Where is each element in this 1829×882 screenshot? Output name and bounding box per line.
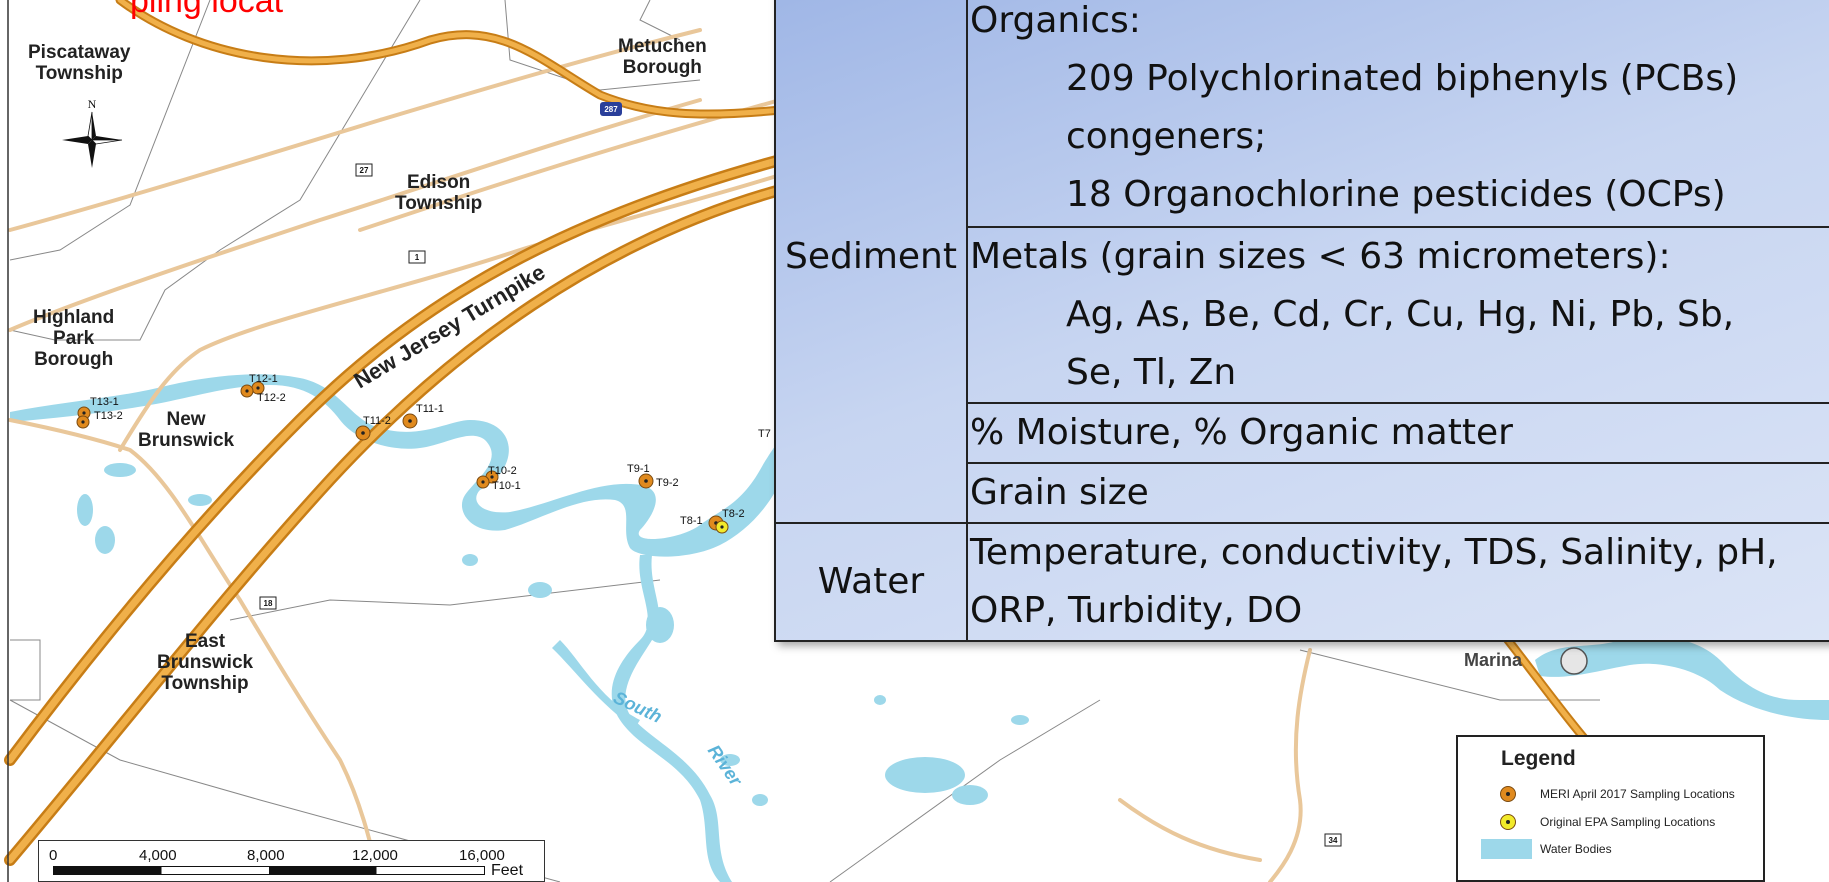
sampling-marker-t12-2 bbox=[240, 384, 254, 398]
metals-line-2: Se, Tl, Zn bbox=[1066, 352, 1237, 393]
table-row: Water Temperature, conductivity, TDS, Sa… bbox=[774, 522, 1829, 642]
scale-bar-graphic bbox=[53, 866, 485, 875]
scale-tick: 8,000 bbox=[247, 847, 285, 864]
route-shield-287-label: 287 bbox=[604, 105, 618, 114]
moisture-cell: % Moisture, % Organic matter bbox=[966, 402, 1829, 464]
sampling-label-t10-2: T10-2 bbox=[488, 465, 517, 477]
sampling-label-t13-1: T13-1 bbox=[90, 396, 119, 408]
table-row: Grain size bbox=[775, 462, 1829, 524]
water-line-1: Temperature, conductivity, TDS, Salinity… bbox=[970, 532, 1778, 573]
label-marina: Marina bbox=[1464, 650, 1523, 670]
sampling-marker-t10-1 bbox=[476, 475, 490, 489]
legend-item-label: Original EPA Sampling Locations bbox=[1540, 815, 1716, 829]
route-shield-1-label: 1 bbox=[415, 253, 420, 262]
epa-marker-icon bbox=[1500, 814, 1516, 830]
sampling-label-t13-2: T13-2 bbox=[94, 410, 123, 422]
local-roads bbox=[8, 28, 1312, 882]
route-shield-34 bbox=[1324, 833, 1342, 847]
sampling-label-t8-2: T8-2 bbox=[722, 508, 745, 520]
label-highland-park-borough: Highland Park Borough bbox=[33, 307, 115, 370]
sampling-label-t8-1: T8-1 bbox=[680, 515, 703, 527]
sampling-label-t12-2: T12-2 bbox=[257, 392, 286, 404]
route-shields: 287 27 1 18 34 bbox=[259, 102, 1342, 847]
organics-cell: Organics: 209 Polychlorinated biphenyls … bbox=[966, 0, 1829, 228]
route-shield-27 bbox=[355, 163, 373, 177]
municipal-boundaries bbox=[9, 0, 1600, 882]
route-shield-34-label: 34 bbox=[1329, 836, 1338, 845]
meri-marker-icon bbox=[1500, 786, 1516, 802]
sampling-marker-t11-2 bbox=[355, 425, 371, 441]
label-new-brunswick: New Brunswick bbox=[138, 409, 235, 451]
sampling-label-t9-2: T9-2 bbox=[656, 477, 679, 489]
legend-item-label: MERI April 2017 Sampling Locations bbox=[1540, 787, 1735, 801]
organics-line-2: congeners; bbox=[1066, 116, 1267, 157]
legend-title: Legend bbox=[1501, 747, 1576, 770]
organics-line-1: 209 Polychlorinated biphenyls (PCBs) bbox=[1066, 58, 1739, 99]
metals-heading: Metals (grain sizes < 63 micrometers): bbox=[970, 236, 1671, 277]
water-line-2: ORP, Turbidity, DO bbox=[970, 590, 1303, 631]
water-bodies bbox=[10, 374, 1829, 882]
table-row: % Moisture, % Organic matter bbox=[775, 402, 1829, 464]
route-shield-18 bbox=[259, 596, 277, 610]
medium-cell-sediment: Sediment bbox=[774, 0, 968, 524]
route-shield-27-label: 27 bbox=[360, 166, 369, 175]
scale-bar: 0 4,000 8,000 12,000 16,000 Feet bbox=[38, 840, 545, 882]
sampling-markers bbox=[76, 381, 729, 534]
water-swatch-icon bbox=[1481, 839, 1532, 859]
organics-heading: Organics: bbox=[970, 0, 1141, 41]
metals-cell: Metals (grain sizes < 63 micrometers): A… bbox=[966, 226, 1829, 404]
table-row: Sediment Organics: 209 Polychlorinated b… bbox=[774, 0, 1829, 524]
scale-tick: 12,000 bbox=[352, 847, 398, 864]
organics-line-3: 18 Organochlorine pesticides (OCPs) bbox=[1066, 174, 1726, 215]
route-shield-1 bbox=[408, 250, 426, 264]
label-east-brunswick-township: East Brunswick Township bbox=[157, 631, 254, 694]
sampling-marker-t11-1 bbox=[402, 413, 418, 429]
legend-item-label: Water Bodies bbox=[1540, 842, 1612, 856]
route-shield-18-label: 18 bbox=[264, 599, 273, 608]
label-piscataway-township: Piscataway Township bbox=[28, 42, 131, 84]
scale-tick: 0 bbox=[49, 847, 58, 864]
medium-cell-water: Water bbox=[774, 522, 968, 642]
water-parameters-cell: Temperature, conductivity, TDS, Salinity… bbox=[966, 522, 1829, 642]
compass-rose-icon: N bbox=[62, 97, 123, 168]
sampling-label-t7: T7 bbox=[758, 428, 771, 440]
grain-size-cell: Grain size bbox=[966, 462, 1829, 524]
scale-tick: 16,000 bbox=[459, 847, 505, 864]
sampling-label-t12-1: T12-1 bbox=[249, 373, 278, 385]
map-title-fragment: pling locat bbox=[130, 0, 284, 20]
scale-unit: Feet bbox=[491, 862, 524, 879]
sampling-label-t11-1: T11-1 bbox=[416, 403, 444, 415]
analysis-parameters-table: Sediment Organics: 209 Polychlorinated b… bbox=[774, 0, 1829, 642]
label-edison-township: Edison Township bbox=[395, 172, 483, 214]
metals-line-1: Ag, As, Be, Cd, Cr, Cu, Hg, Ni, Pb, Sb, bbox=[1066, 294, 1735, 335]
map-legend: Legend MERI April 2017 Sampling Location… bbox=[1456, 735, 1765, 882]
marina-marker bbox=[1560, 647, 1588, 675]
sampling-marker-t8-2 bbox=[715, 520, 729, 534]
route-shield-287 bbox=[600, 102, 622, 116]
scale-tick: 4,000 bbox=[139, 847, 177, 864]
sampling-label-t11-2: T11-2 bbox=[363, 415, 391, 427]
sampling-marker-t9 bbox=[638, 473, 654, 489]
sampling-label-t10-1: T10-1 bbox=[492, 480, 521, 492]
table-row: Metals (grain sizes < 63 micrometers): A… bbox=[775, 226, 1829, 404]
label-metuchen-borough: Metuchen Borough bbox=[618, 36, 707, 78]
compass-north-label: N bbox=[88, 97, 97, 111]
sampling-marker-t13-2 bbox=[76, 415, 90, 429]
sampling-label-t9-1: T9-1 bbox=[627, 463, 650, 475]
highways bbox=[4, 0, 1715, 882]
